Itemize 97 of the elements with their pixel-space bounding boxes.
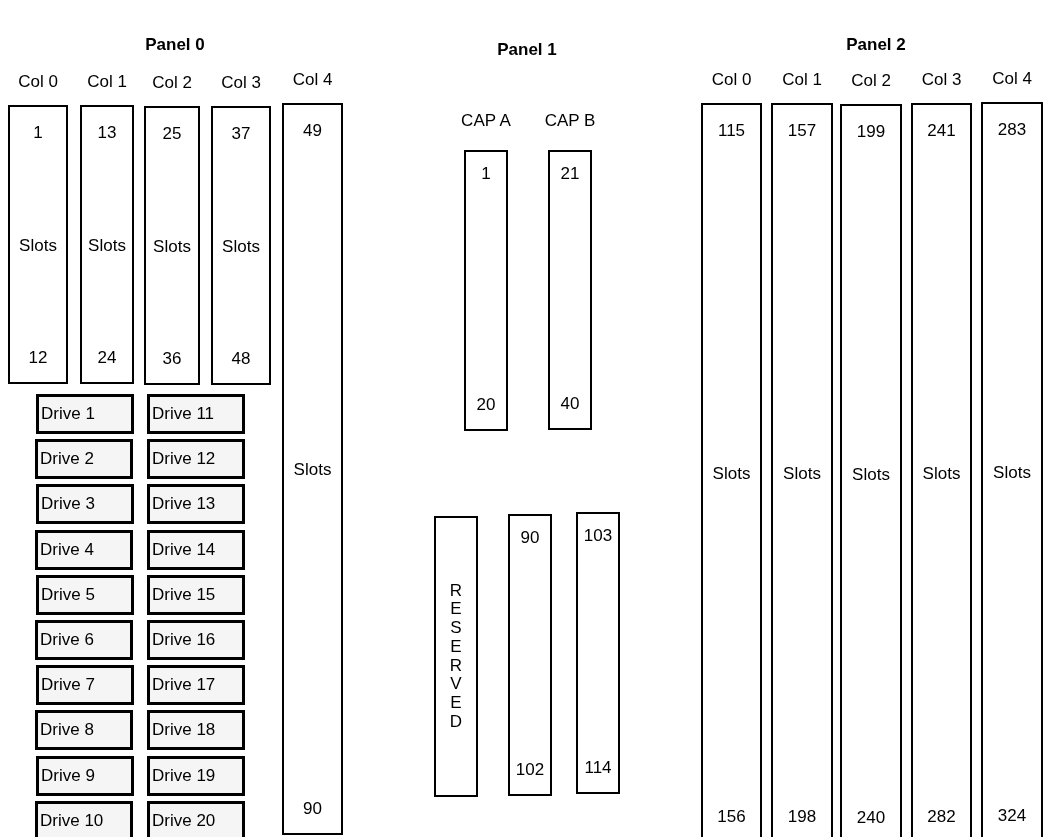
column-label: Col 2 <box>851 71 891 91</box>
drive-box <box>36 484 134 525</box>
drive-box <box>147 394 245 434</box>
slot-number: 283 <box>997 120 1027 140</box>
slots-label: Slots <box>293 460 332 480</box>
slots-label: Slots <box>783 464 821 484</box>
drive-box <box>147 710 245 751</box>
drive-box <box>35 529 133 570</box>
slot-number: 90 <box>303 799 322 819</box>
column-label: Col 3 <box>921 70 962 90</box>
drive-label: Drive 18 <box>152 720 216 741</box>
slot-number: 240 <box>856 808 886 828</box>
slot-number: 1 <box>481 164 491 184</box>
slot-column <box>508 514 552 796</box>
slot-number: 37 <box>231 124 251 144</box>
column-label: Col 4 <box>992 69 1032 89</box>
drive-label: Drive 2 <box>40 449 94 470</box>
drive-box <box>147 665 245 706</box>
drive-label: Drive 6 <box>40 630 94 650</box>
column-label: Col 1 <box>87 72 127 92</box>
reserved-label: RESERVED <box>448 581 464 732</box>
slot-number: 90 <box>520 528 540 548</box>
slot-number: 25 <box>162 124 182 144</box>
slot-number: 324 <box>997 806 1027 826</box>
column-label: Col 0 <box>18 72 58 92</box>
drive-box <box>147 620 245 660</box>
slot-number: 40 <box>560 394 580 414</box>
drive-label: Drive 20 <box>152 810 216 831</box>
drive-label: Drive 14 <box>152 539 216 560</box>
drive-box <box>147 800 245 837</box>
reserved-column <box>434 516 478 797</box>
drive-box <box>36 574 134 615</box>
slot-number: 49 <box>303 121 322 141</box>
drive-label: Drive 12 <box>152 449 216 470</box>
slot-number: 157 <box>787 121 817 141</box>
drive-label: Drive 10 <box>40 810 104 831</box>
drive-box <box>36 394 134 434</box>
drive-box <box>147 529 245 570</box>
slots-label: Slots <box>852 465 890 485</box>
slot-number: 21 <box>560 164 580 184</box>
slots-label: Slots <box>19 235 57 256</box>
column-label: Col 2 <box>152 73 192 93</box>
column-label: Col 4 <box>292 70 333 90</box>
slot-number: 241 <box>927 121 956 141</box>
drive-box <box>147 755 245 796</box>
drive-box <box>147 574 245 615</box>
slot-column <box>576 512 620 794</box>
panel-title: Panel 1 <box>497 40 557 60</box>
drive-box <box>36 755 134 796</box>
drive-label: Drive 4 <box>40 539 94 560</box>
drive-box <box>35 800 133 837</box>
drive-label: Drive 8 <box>40 720 94 741</box>
drive-box <box>35 710 133 751</box>
drive-label: Drive 11 <box>152 404 215 424</box>
drive-label: Drive 17 <box>152 675 216 696</box>
slots-label: Slots <box>922 464 961 484</box>
drive-label: Drive 3 <box>41 494 95 515</box>
slot-number: 24 <box>97 348 117 368</box>
column-label: Col 3 <box>221 73 261 93</box>
slot-number: 12 <box>28 348 48 368</box>
slot-number: 115 <box>717 121 746 141</box>
slot-number: 156 <box>717 807 746 827</box>
slots-label: Slots <box>222 236 260 257</box>
slots-label: Slots <box>88 235 126 256</box>
drive-box <box>147 484 245 525</box>
drive-box <box>35 439 133 480</box>
slot-number: 48 <box>231 349 251 369</box>
panel-title: Panel 2 <box>846 35 906 55</box>
drive-label: Drive 13 <box>152 494 216 515</box>
slot-number: 1 <box>33 123 43 143</box>
panel-title: Panel 0 <box>145 35 205 55</box>
slots-label: Slots <box>993 463 1031 483</box>
slot-number: 282 <box>927 807 956 827</box>
column-label: Col 1 <box>782 70 822 90</box>
slot-number: 20 <box>476 395 496 415</box>
drive-box <box>35 620 133 660</box>
drive-box <box>36 665 134 706</box>
drive-label: Drive 9 <box>41 765 95 786</box>
slot-number: 13 <box>97 123 117 143</box>
slot-number: 114 <box>584 758 612 778</box>
slot-number: 198 <box>787 807 817 827</box>
drive-box <box>147 439 245 480</box>
slot-number: 102 <box>515 760 545 780</box>
column-label: CAP A <box>461 111 511 131</box>
slot-number: 36 <box>162 349 182 369</box>
column-label: Col 0 <box>711 70 752 90</box>
slot-number: 103 <box>583 526 613 546</box>
slot-number: 199 <box>856 122 886 142</box>
drive-label: Drive 5 <box>41 584 95 605</box>
column-label: CAP B <box>544 111 596 131</box>
drive-label: Drive 19 <box>152 765 216 786</box>
slots-label: Slots <box>712 464 751 484</box>
slots-label: Slots <box>153 236 191 257</box>
drive-label: Drive 7 <box>41 675 95 696</box>
drive-label: Drive 16 <box>152 630 216 650</box>
drive-label: Drive 15 <box>152 584 216 605</box>
drive-label: Drive 1 <box>41 404 95 424</box>
